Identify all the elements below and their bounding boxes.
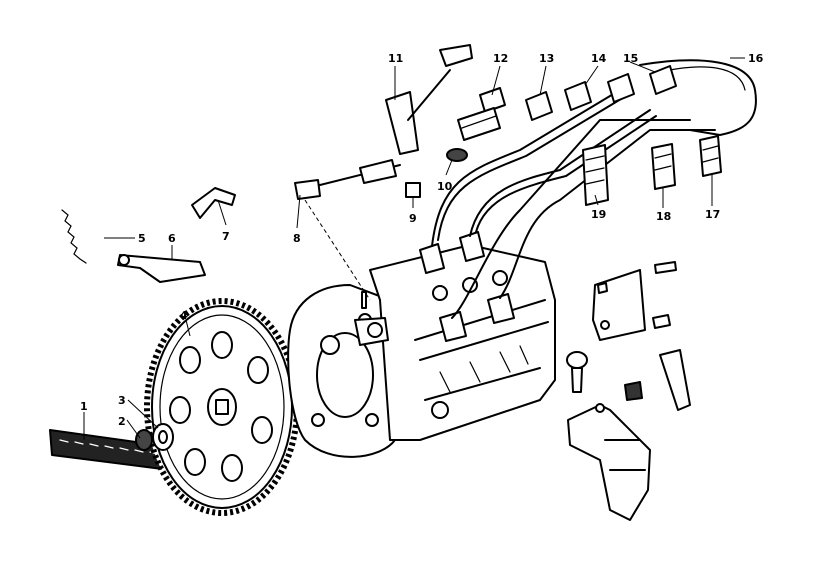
mounting-bracket-7 [191, 187, 236, 219]
callout-9: 9 [409, 212, 417, 225]
spring-bracket [117, 254, 206, 283]
stop-lever-assembly [567, 403, 651, 521]
callout-6: 6 [168, 232, 176, 245]
callout-numbers: 1 2 3 4 5 6 7 8 9 10 11 12 13 14 15 16 1… [80, 52, 764, 428]
callout-19: 19 [591, 208, 606, 221]
sealing-washer [446, 148, 468, 162]
line-clamp-17 [699, 135, 722, 177]
washer [152, 423, 174, 451]
callout-3: 3 [118, 394, 126, 407]
callout-18: 18 [656, 210, 671, 223]
injection-pump-body [287, 231, 556, 458]
bolt-small [652, 314, 671, 329]
line-clamp-18 [651, 143, 676, 190]
callout-7: 7 [222, 230, 230, 243]
timing-gear [144, 298, 300, 516]
callout-14: 14 [591, 52, 607, 65]
hub-nut [135, 429, 153, 451]
callout-5: 5 [138, 232, 146, 245]
callout-11: 11 [388, 52, 403, 65]
linkage-rod [294, 159, 401, 301]
lever-plate [659, 349, 691, 411]
callout-2: 2 [118, 415, 126, 428]
callout-15: 15 [623, 52, 638, 65]
callout-8: 8 [293, 232, 301, 245]
throttle-lever [385, 44, 473, 155]
leader-lines [83, 57, 745, 440]
callout-13: 13 [539, 52, 554, 65]
line-clamp-19 [582, 144, 609, 206]
callout-1: 1 [80, 400, 88, 413]
nozzle-holder [457, 87, 506, 141]
cap-knob [566, 351, 588, 393]
callout-4: 4 [180, 309, 188, 322]
pump-support-bracket [592, 261, 677, 341]
callout-16: 16 [748, 52, 764, 65]
nut-9 [405, 182, 421, 198]
callout-12: 12 [493, 52, 508, 65]
injection-lines [431, 59, 757, 319]
callout-10: 10 [437, 180, 453, 193]
callout-17: 17 [705, 208, 720, 221]
return-spring [61, 209, 87, 264]
rubber-buffer [624, 381, 643, 401]
